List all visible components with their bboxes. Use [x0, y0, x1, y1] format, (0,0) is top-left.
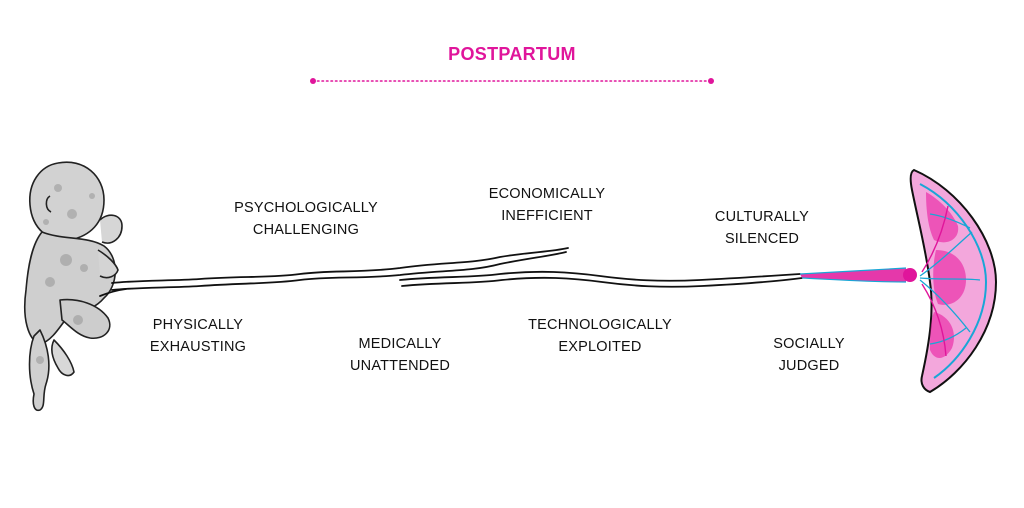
label-technologically-exploited: TECHNOLOGICALLY EXPLOITED — [520, 314, 680, 358]
label-medically-unattended: MEDICALLY UNATTENDED — [330, 333, 470, 377]
label-line: JUDGED — [754, 355, 864, 377]
label-line: CULTURALLY — [702, 206, 822, 228]
timeline-bar — [310, 78, 714, 84]
baby-illustration — [25, 162, 122, 410]
label-line: PSYCHOLOGICALLY — [226, 197, 386, 219]
label-physically-exhausting: PHYSICALLY EXHAUSTING — [128, 314, 268, 358]
label-psychologically-challenging: PSYCHOLOGICALLY CHALLENGING — [226, 197, 386, 241]
label-line: PHYSICALLY — [128, 314, 268, 336]
label-economically-inefficient: ECONOMICALLY INEFFICIENT — [472, 183, 622, 227]
label-socially-judged: SOCIALLY JUDGED — [754, 333, 864, 377]
label-line: SOCIALLY — [754, 333, 864, 355]
label-line: ECONOMICALLY — [472, 183, 622, 205]
label-line: EXPLOITED — [520, 336, 680, 358]
label-line: INEFFICIENT — [472, 205, 622, 227]
label-line: TECHNOLOGICALLY — [520, 314, 680, 336]
umbilical-cord — [100, 248, 802, 296]
label-line: SILENCED — [702, 228, 822, 250]
label-line: CHALLENGING — [226, 219, 386, 241]
label-line: MEDICALLY — [330, 333, 470, 355]
page-title: POSTPARTUM — [0, 44, 1024, 65]
label-line: UNATTENDED — [330, 355, 470, 377]
label-line: EXHAUSTING — [128, 336, 268, 358]
label-culturally-silenced: CULTURALLY SILENCED — [702, 206, 822, 250]
